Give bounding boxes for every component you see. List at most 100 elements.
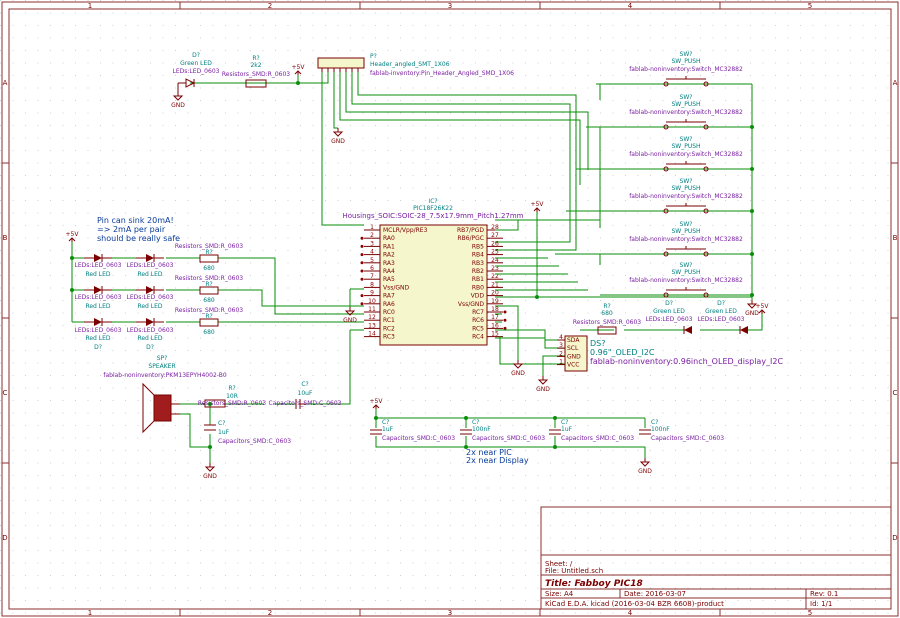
frame-col-label: 3 bbox=[448, 2, 452, 10]
ic-pin-number: 11 bbox=[368, 306, 376, 313]
title-block: Sheet: / File: Untitled.sch Title: Fabbo… bbox=[540, 506, 892, 610]
speaker-cap-series[interactable]: C? 10uF Capacitors_SMD:C_0603 bbox=[268, 381, 342, 409]
header-value: Header_angled_SMT_1X06 bbox=[370, 61, 450, 68]
top-resistor[interactable]: R? 2k2 Resistors_SMD:R_0603 bbox=[222, 55, 290, 88]
ic-pin-name: RB1 bbox=[472, 276, 484, 283]
gnd-label: GND bbox=[638, 468, 652, 475]
gnd-label: GND bbox=[343, 317, 357, 324]
ic-pic18[interactable]: IC? PIC18F26K22 Housings_SOIC:SOIC-28_7.… bbox=[343, 198, 524, 346]
right-led2-footprint: LEDs:LED_0603 bbox=[698, 316, 745, 323]
right-led-1[interactable]: D? Green LED LEDs:LED_0603 bbox=[646, 300, 693, 334]
speaker-resistor[interactable]: R? 10R Resistors_SMD:R_0603 bbox=[198, 385, 266, 408]
header-connector[interactable]: P? Header_angled_SMT_1X06 fablab-invento… bbox=[317, 53, 514, 77]
top-led[interactable]: D? Green LED LEDs:LED_0603 bbox=[173, 52, 220, 92]
note-line-1: Pin can sink 20mA! bbox=[97, 216, 174, 225]
vcc-symbol: +5V bbox=[756, 303, 769, 314]
push-switch[interactable]: SW?SW_PUSHfablab-noninventory:Switch_MC3… bbox=[629, 178, 743, 214]
decap-ref: C? bbox=[561, 419, 568, 426]
right-led2-value: Green LED bbox=[705, 308, 737, 315]
speaker[interactable]: SP? SPEAKER fablab-noninventory:PKM13EPY… bbox=[103, 355, 227, 434]
right-resistor[interactable]: R? 680 Resistors_SMD:R_0603 bbox=[573, 303, 641, 335]
frame-col-label: 3 bbox=[448, 609, 452, 617]
right-led1-ref: D? bbox=[665, 300, 673, 307]
red-led-value: Red LED bbox=[85, 335, 110, 342]
push-switch[interactable]: SW?SW_PUSHfablab-noninventory:Switch_MC3… bbox=[629, 221, 743, 257]
decap-ref: C? bbox=[472, 419, 479, 426]
red-led-footprint: LEDs:LED_0603 bbox=[75, 294, 122, 301]
ic-pin-number: 22 bbox=[491, 273, 499, 280]
ic-pin-number: 7 bbox=[370, 273, 374, 280]
ic-pin-number: 10 bbox=[368, 298, 376, 305]
push-switch[interactable]: SW?SW_PUSHfablab-noninventory:Switch_MC3… bbox=[629, 136, 743, 172]
decoupling-group: C?1uFCapacitors_SMD:C_0603C?100nFCapacit… bbox=[370, 419, 724, 442]
vcc-symbol: +5V bbox=[66, 231, 79, 242]
frame-row-label: B bbox=[893, 234, 898, 242]
right-led-2[interactable]: D? Green LED LEDs:LED_0603 bbox=[698, 300, 748, 334]
ic-pin-name: RB7/PGD bbox=[457, 227, 484, 234]
gnd-label: GND bbox=[745, 310, 759, 317]
ic-pin-number: 4 bbox=[370, 249, 374, 256]
spk-cap2-ref: C? bbox=[218, 420, 225, 427]
speaker-ref: SP? bbox=[157, 355, 168, 362]
speaker-cap-shunt[interactable]: C? 1uF Capacitors_SMD:C_0603 bbox=[204, 420, 291, 445]
top-led-ref: D? bbox=[192, 52, 200, 59]
vcc-label: +5V bbox=[370, 398, 384, 405]
ic-pin-number: 17 bbox=[491, 314, 499, 321]
ic-pin-number: 18 bbox=[491, 306, 499, 313]
push-switch[interactable]: SW?SW_PUSHfablab-noninventory:Switch_MC3… bbox=[629, 94, 743, 130]
switch-value: SW_PUSH bbox=[671, 143, 700, 150]
ic-pin-right[interactable]: 22 RB1 bbox=[472, 273, 503, 283]
switch-footprint: fablab-noninventory:Switch_MC32882 bbox=[629, 236, 743, 243]
ic-ref: IC? bbox=[428, 198, 437, 205]
ic-pin-number: 23 bbox=[491, 265, 499, 272]
push-switch[interactable]: SW?SW_PUSHfablab-noninventory:Switch_MC3… bbox=[629, 262, 743, 298]
title-file: File: Untitled.sch bbox=[545, 567, 603, 575]
push-switch[interactable]: SW?SW_PUSHfablab-noninventory:Switch_MC3… bbox=[629, 51, 743, 87]
ic-pin-number: 26 bbox=[491, 240, 499, 247]
